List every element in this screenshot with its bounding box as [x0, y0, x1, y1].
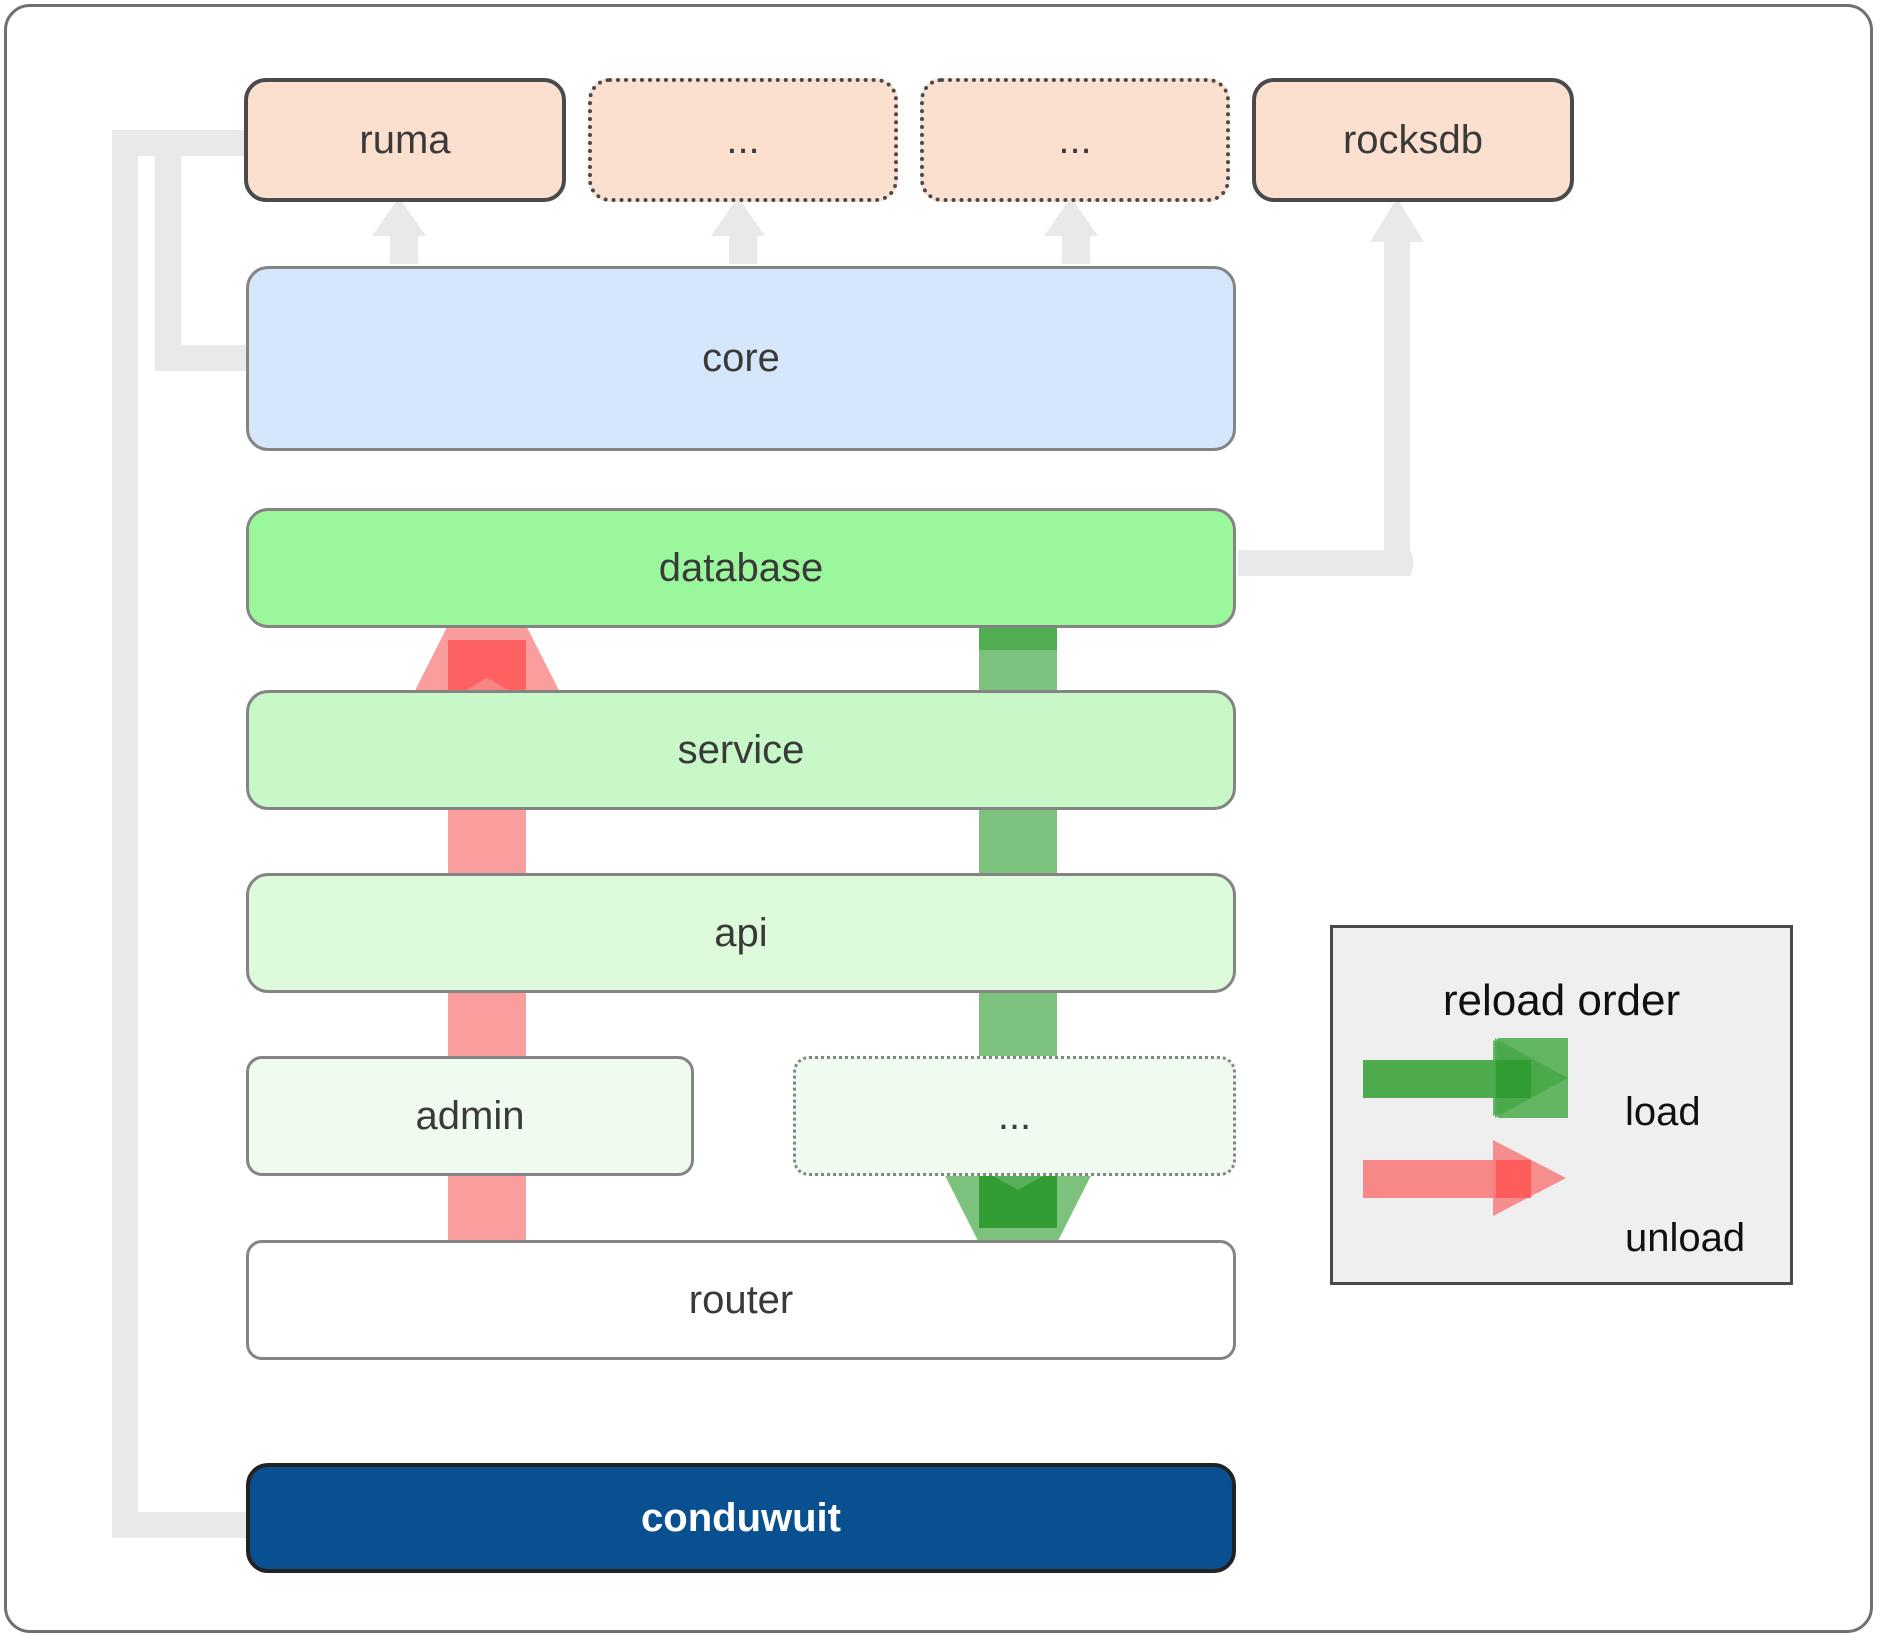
node-conduwuit[interactable]: conduwuit	[246, 1463, 1236, 1573]
node-layer-placeholder[interactable]: ...	[793, 1056, 1236, 1176]
node-api[interactable]: api	[246, 873, 1236, 993]
node-ext-placeholder-1-label: ...	[726, 117, 760, 162]
node-rocksdb-label: rocksdb	[1342, 117, 1484, 162]
legend-swatches	[1363, 1038, 1568, 1216]
node-ext-placeholder-2-label: ...	[1058, 117, 1092, 162]
node-api-label: api	[714, 910, 768, 955]
legend-load-label: load	[1625, 1090, 1701, 1134]
legend-load-arrow-icon	[1363, 1038, 1568, 1118]
node-ruma-label: ruma	[359, 117, 451, 162]
node-core[interactable]: core	[246, 266, 1236, 451]
node-layer-placeholder-label: ...	[997, 1093, 1032, 1138]
node-ruma[interactable]: ruma	[244, 78, 566, 202]
node-admin-label: admin	[415, 1093, 525, 1138]
node-database[interactable]: database	[246, 508, 1236, 628]
node-database-label: database	[658, 545, 824, 590]
legend-box: reload order load unload	[1330, 925, 1793, 1285]
node-router-label: router	[688, 1277, 794, 1322]
node-service[interactable]: service	[246, 690, 1236, 810]
connector-database-to-rocksdb	[1238, 198, 1424, 576]
node-core-label: core	[702, 336, 780, 380]
legend-unload-arrow-icon	[1363, 1140, 1566, 1216]
node-ext-placeholder-1[interactable]: ...	[588, 78, 898, 202]
node-rocksdb[interactable]: rocksdb	[1252, 78, 1574, 202]
node-service-label: service	[677, 727, 805, 772]
node-admin[interactable]: admin	[246, 1056, 694, 1176]
connector-core-to-externals	[372, 197, 1098, 264]
node-conduwuit-label: conduwuit	[641, 1495, 841, 1540]
node-ext-placeholder-2[interactable]: ...	[920, 78, 1230, 202]
legend-unload-label: unload	[1625, 1216, 1746, 1260]
legend-title: reload order	[1442, 976, 1681, 1025]
node-router[interactable]: router	[246, 1240, 1236, 1360]
